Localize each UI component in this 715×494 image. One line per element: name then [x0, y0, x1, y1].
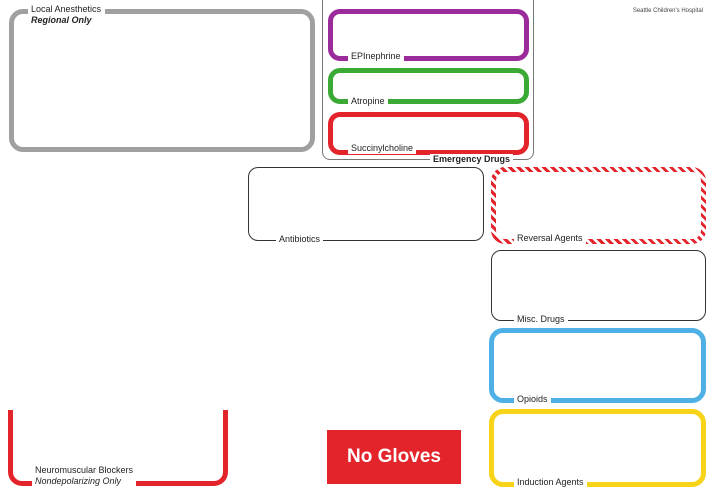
neuromuscular-blockers-title: Neuromuscular Blockers: [35, 465, 134, 475]
neuromuscular-blockers-label: Neuromuscular Blockers Nondepolarizing O…: [32, 465, 137, 487]
misc-drugs-box: [491, 250, 706, 321]
hospital-name: Seattle Children's Hospital: [632, 8, 703, 14]
atropine-label: Atropine: [348, 96, 388, 107]
succinylcholine-label: Succinylcholine: [348, 143, 417, 154]
epinephrine-box: [328, 9, 529, 61]
succinylcholine-box: [328, 112, 529, 155]
neuromuscular-blockers-subtitle: Nondepolarizing Only: [35, 476, 122, 486]
reversal-agents-box: [491, 167, 706, 244]
no-gloves-label: No Gloves: [347, 446, 441, 467]
opioids-label: Opioids: [514, 394, 551, 405]
no-gloves-sign: No Gloves: [327, 430, 461, 484]
local-anesthetics-box: [9, 9, 315, 152]
antibiotics-label: Antibiotics: [276, 234, 324, 245]
induction-agents-box: [489, 409, 706, 487]
epinephrine-label: EPInephrine: [348, 51, 404, 62]
local-anesthetics-label: Local Anesthetics Regional Only: [28, 4, 106, 26]
emergency-drugs-label: Emergency Drugs: [430, 154, 514, 165]
emergency-drugs-frame: [322, 0, 534, 160]
local-anesthetics-title: Local Anesthetics: [31, 4, 102, 14]
misc-drugs-label: Misc. Drugs: [514, 314, 568, 325]
reversal-agents-label: Reversal Agents: [514, 233, 586, 244]
antibiotics-box: [248, 167, 484, 241]
opioids-box: [489, 328, 706, 403]
local-anesthetics-subtitle: Regional Only: [31, 15, 92, 25]
induction-agents-label: Induction Agents: [514, 477, 587, 488]
atropine-box: [328, 68, 529, 104]
